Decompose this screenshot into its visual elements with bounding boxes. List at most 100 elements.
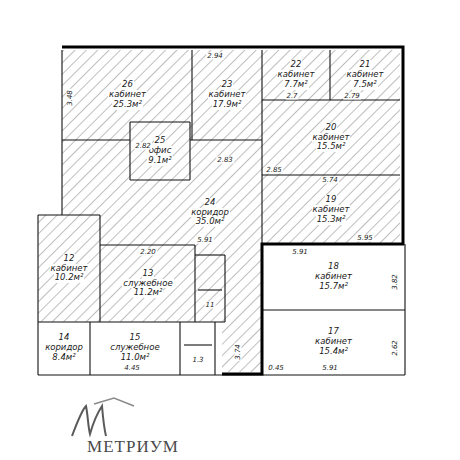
room-number: 26: [121, 80, 134, 90]
wall-line: [198, 289, 222, 290]
wall-line: [89, 322, 90, 375]
room-box: 25офис9.1м²: [131, 123, 189, 179]
room-area: 35.0м²: [195, 217, 226, 227]
hatched-area: [38, 50, 400, 372]
room-name: кабинет: [314, 272, 353, 282]
dimension-label: 2.62: [392, 339, 399, 357]
room-area: 10.2м²: [54, 273, 85, 283]
wall-line: [179, 322, 180, 375]
wall-line: [404, 244, 405, 375]
wall-line: [261, 50, 262, 244]
room-name: служебное: [109, 343, 160, 353]
dimension-label: 5.91: [196, 237, 214, 244]
room-box: 24коридор35.0м²: [165, 185, 255, 240]
room-number: 22: [290, 60, 303, 70]
room-area: 7.7м²: [283, 80, 308, 90]
room-area: 17.9м²: [212, 100, 243, 110]
room-number: 12: [63, 254, 76, 264]
room-area: 7.5м²: [352, 80, 377, 90]
wall-line: [262, 174, 400, 175]
room-number: 21: [359, 60, 372, 70]
dimension-label: 2.7: [285, 93, 298, 100]
wall-line: [61, 50, 62, 215]
room-area: 11.0м²: [120, 353, 151, 363]
dimension-label: 3.74: [235, 343, 242, 361]
room-name: коридор: [44, 343, 84, 353]
room-box: 19кабинет15.3м²: [264, 177, 398, 243]
wall-line: [214, 322, 215, 375]
room-area: 9.1м²: [147, 156, 172, 166]
dimension-label: 2.79: [343, 93, 361, 100]
room-name: кабинет: [312, 205, 351, 215]
dimension-label: 5.74: [321, 177, 339, 184]
room-area: 25.3м²: [112, 100, 143, 110]
room-box: 14коридор8.4м²: [40, 324, 88, 372]
room-box: 13служебное11.2м²: [102, 247, 194, 320]
room-number: 13: [142, 269, 155, 279]
wall-line: [224, 255, 225, 322]
wall-line: [38, 374, 405, 375]
room-number: 15: [129, 333, 142, 343]
dimension-label: 0.45: [267, 365, 285, 372]
wall-line: [130, 179, 190, 180]
room-area: 8.4м²: [51, 353, 76, 363]
room-number: 19: [325, 195, 338, 205]
room-number: 24: [204, 198, 217, 208]
logo-text: МЕТРИУМ: [87, 437, 179, 457]
room-name: кабинет: [346, 70, 385, 80]
dimension-label: 2.82: [134, 143, 152, 150]
wall-line: [194, 245, 195, 322]
wall-line: [37, 215, 38, 375]
logo-icon: [72, 398, 134, 436]
room-number: 17: [327, 327, 340, 337]
room-box: 23кабинет17.9м²: [194, 52, 260, 138]
room-name: кабинет: [50, 264, 89, 274]
room-name: кабинет: [312, 133, 351, 143]
room-box: 22кабинет7.7м²: [264, 52, 328, 98]
dimension-label: 5.91: [321, 365, 339, 372]
wall-line: [38, 214, 100, 215]
room-area: 15.7м²: [318, 282, 349, 292]
room-name: кабинет: [277, 70, 316, 80]
room-area: 15.4м²: [318, 347, 349, 357]
outer-wall: [62, 47, 403, 374]
dimension-label: 3.48: [67, 89, 74, 107]
dimension-label: 3.82: [392, 273, 399, 291]
room-box: 21кабинет7.5м²: [332, 52, 398, 98]
room-number: 23: [221, 80, 234, 90]
wall-line: [62, 139, 130, 140]
room-area: 15.3м²: [316, 215, 347, 225]
room-name: кабинет: [208, 90, 247, 100]
dimension-label: 4.45: [123, 365, 141, 372]
room-box: 20кабинет15.5м²: [264, 102, 398, 173]
room-number: 20: [325, 123, 338, 133]
room-box: 18кабинет15.7м²: [264, 246, 403, 308]
dimension-label: 2.20: [139, 249, 157, 256]
logo-stroke: [72, 406, 106, 436]
wall-line: [189, 122, 190, 180]
wall-line: [184, 344, 212, 345]
dimension-label: 5.95: [356, 235, 374, 242]
wall-line: [190, 139, 262, 140]
wall-line: [99, 215, 100, 322]
dimension-label: 2.94: [206, 53, 224, 60]
room-name: кабинет: [108, 90, 147, 100]
wall-line: [262, 309, 405, 310]
wall-line: [195, 254, 225, 255]
room-box: 26кабинет25.3м²: [65, 52, 190, 138]
dimension-label: 2.83: [216, 157, 234, 164]
dimension-label: 11: [205, 302, 216, 309]
room-number: 25: [154, 136, 167, 146]
room-box: 17кабинет15.4м²: [264, 312, 403, 372]
wall-line: [191, 50, 192, 140]
dimension-label: 5.91: [291, 249, 309, 256]
dimension-label: 1.3: [191, 357, 204, 364]
room-name: служебное: [122, 279, 173, 289]
wall-line: [100, 244, 195, 245]
room-name: кабинет: [314, 337, 353, 347]
wall-line: [129, 122, 130, 180]
wall-line: [262, 99, 400, 100]
